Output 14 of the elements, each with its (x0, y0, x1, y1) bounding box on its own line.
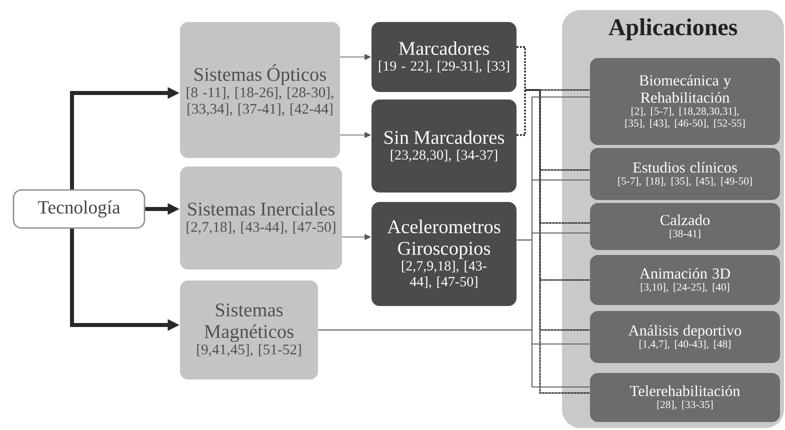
application-box: Biomecánica y Rehabilitación [2], [5-7], [18,28,30,31], [35], [43], [46-50], [52-55] (590, 58, 780, 145)
system-box: Sistemas Magnéticos [9,41,45], [51-52] (180, 280, 318, 380)
application-box: Estudios clínicos [5-7], [18], [35], [45], [49-50] (590, 148, 780, 200)
application-box: Animación 3D [3,10], [24-25], [40] (590, 255, 780, 305)
sensor-box: Acelerometros Giroscopios [2,7,9,18], [43-44], [47-50] (372, 202, 516, 306)
system-box: Sistemas Ópticos [8 -11], [18-26], [28-30], [33,34], [37-41], [42-44] (180, 22, 340, 158)
sensor-box: Sin Marcadores [23,28,30], [34-37] (372, 100, 516, 192)
sensor-box: Marcadores [19 - 22], [29-31], [33] (372, 22, 516, 92)
system-box: Sistemas Inerciales [2,7,18], [43-44], [47-50] (180, 166, 342, 270)
application-box: Análisis deportivo [1,4,7], [40-43], [48] (590, 311, 780, 363)
application-box: Telerehabilitación [28], [33-35] (590, 373, 780, 422)
technology-box: Tecnología (12, 189, 146, 229)
application-box: Calzado [38-41] (590, 203, 780, 250)
connector-line (318, 330, 590, 388)
